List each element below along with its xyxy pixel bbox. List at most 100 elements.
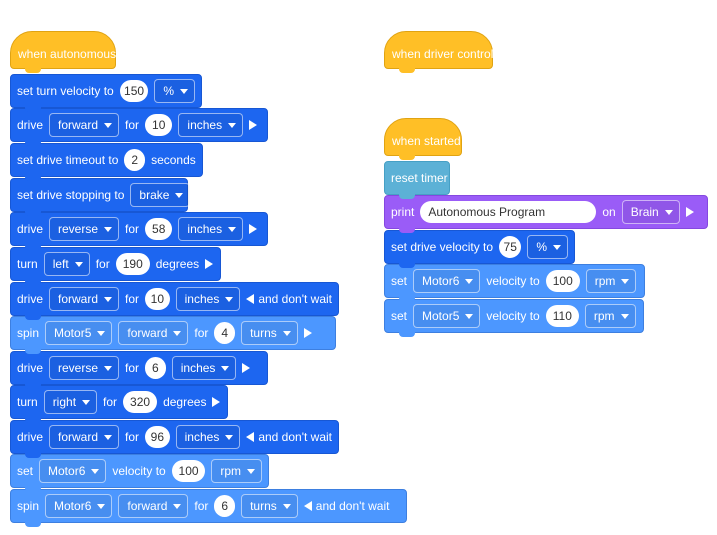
velocity-label: velocity to [486,274,540,288]
when-autonomous-hat[interactable]: when autonomous [10,31,116,73]
play-icon[interactable] [249,224,258,234]
direction-dropdown[interactable]: forward [118,321,189,345]
play-icon[interactable] [212,397,221,407]
turn-velocity-input[interactable]: 150 [119,80,149,102]
chevron-down-icon [104,296,113,302]
turns-input[interactable]: 4 [214,322,236,344]
on-label: on [602,205,616,219]
chevron-down-icon [82,399,91,405]
unit-dropdown[interactable]: turns [241,494,298,518]
direction-dropdown[interactable]: forward [49,287,120,311]
unit-label: seconds [151,153,196,167]
block-label: set drive velocity to [391,240,494,254]
velocity-input[interactable]: 100 [545,270,580,292]
direction-dropdown[interactable]: forward [49,425,120,449]
chevron-down-icon [225,434,234,440]
direction-label: right [52,395,77,409]
direction-dropdown[interactable]: forward [49,113,120,137]
set-turn-velocity-block[interactable]: set turn velocity to 150 % [10,74,202,112]
distance-input[interactable]: 6 [145,357,166,379]
turn-block[interactable]: turn right for 320 degrees [10,385,228,423]
stopping-dropdown[interactable]: brake [130,183,191,207]
direction-dropdown[interactable]: reverse [49,217,120,241]
target-dropdown[interactable]: Brain [621,200,680,224]
motor-label: Motor5 [422,309,460,323]
direction-dropdown[interactable]: reverse [49,356,120,380]
dont-wait-toggle[interactable]: and don't wait [246,430,332,444]
distance-input[interactable]: 10 [145,114,173,136]
play-icon[interactable] [303,328,312,338]
unit-label: inches [187,118,223,132]
direction-label: forward [58,292,99,306]
direction-dropdown[interactable]: right [43,390,98,414]
drive-block[interactable]: drive forward for 10 inches and don't wa… [10,282,339,320]
unit-dropdown[interactable]: rpm [211,459,262,483]
angle-input[interactable]: 320 [123,391,158,413]
drive-block[interactable]: drive forward for 96 inches and don't wa… [10,420,339,458]
velocity-label: velocity to [112,464,166,478]
motor-dropdown[interactable]: Motor6 [45,494,113,518]
distance-input[interactable]: 58 [145,218,173,240]
drive-block[interactable]: drive forward for 10 inches [10,108,268,146]
unit-dropdown[interactable]: rpm [585,269,637,293]
when-started-hat[interactable]: when started [384,118,462,160]
motor-label: Motor6 [54,499,92,513]
motor-dropdown[interactable]: Motor6 [39,459,107,483]
timeout-input[interactable]: 2 [124,149,146,171]
velocity-input[interactable]: 100 [171,460,206,482]
unit-dropdown[interactable]: inches [175,287,241,311]
chevron-down-icon [97,330,106,336]
spin-block[interactable]: spin Motor5 forward for 4 turns [10,316,336,354]
turn-block[interactable]: turn left for 190 degrees [10,247,221,285]
unit-dropdown[interactable]: inches [171,356,237,380]
set-motor-velocity-block[interactable]: set Motor5 velocity to 110 rpm [384,299,644,337]
play-icon[interactable] [242,363,251,373]
chevron-down-icon [104,122,113,128]
angle-input[interactable]: 190 [115,253,150,275]
print-text-input[interactable]: Autonomous Program [420,201,597,223]
set-motor-velocity-block[interactable]: set Motor6 velocity to 100 rpm [384,264,645,302]
dont-wait-toggle[interactable]: and don't wait [246,292,332,306]
unit-dropdown[interactable]: % [154,79,195,103]
play-icon[interactable] [205,259,214,269]
unit-dropdown[interactable]: rpm [584,304,636,328]
block-label: drive [17,361,44,375]
dont-wait-toggle[interactable]: and don't wait [303,499,389,513]
drive-block[interactable]: drive reverse for 58 inches [10,212,268,250]
print-block[interactable]: print Autonomous Program on Brain [384,195,708,233]
play-icon[interactable] [249,120,258,130]
for-label: for [194,499,209,513]
play-icon[interactable] [685,207,694,217]
unit-dropdown[interactable]: inches [175,425,241,449]
distance-input[interactable]: 96 [145,426,170,448]
turns-input[interactable]: 6 [214,495,236,517]
distance-input[interactable]: 10 [145,288,170,310]
unit-dropdown[interactable]: % [527,235,568,259]
chevron-down-icon [228,122,237,128]
direction-dropdown[interactable]: left [43,252,90,276]
set-drive-timeout-block[interactable]: set drive timeout to 2 seconds [10,143,203,181]
velocity-input[interactable]: 75 [499,236,522,258]
drive-block[interactable]: drive reverse for 6 inches [10,351,268,389]
unit-label: degrees [155,257,200,271]
unit-dropdown[interactable]: inches [178,217,244,241]
reset-timer-block[interactable]: reset timer [384,161,450,199]
unit-dropdown[interactable]: turns [241,321,298,345]
set-motor-velocity-block[interactable]: set Motor6 velocity to 100 rpm [10,454,269,492]
unit-dropdown[interactable]: inches [178,113,244,137]
direction-dropdown[interactable]: forward [118,494,189,518]
block-label: set [17,464,34,478]
motor-dropdown[interactable]: Motor5 [413,304,481,328]
velocity-input[interactable]: 110 [545,305,579,327]
hat-label: when started [392,134,461,148]
when-driver-control-hat[interactable]: when driver control [384,31,493,73]
motor-dropdown[interactable]: Motor5 [45,321,113,345]
unit-label: inches [180,361,216,375]
set-drive-velocity-block[interactable]: set drive velocity to 75 % [384,230,575,268]
chevron-down-icon [282,503,291,509]
set-drive-stopping-block[interactable]: set drive stopping to brake [10,178,191,216]
direction-label: forward [58,430,99,444]
unit-label: rpm [594,274,616,288]
spin-block[interactable]: spin Motor6 forward for 6 turns and don'… [10,489,407,527]
motor-dropdown[interactable]: Motor6 [413,269,481,293]
